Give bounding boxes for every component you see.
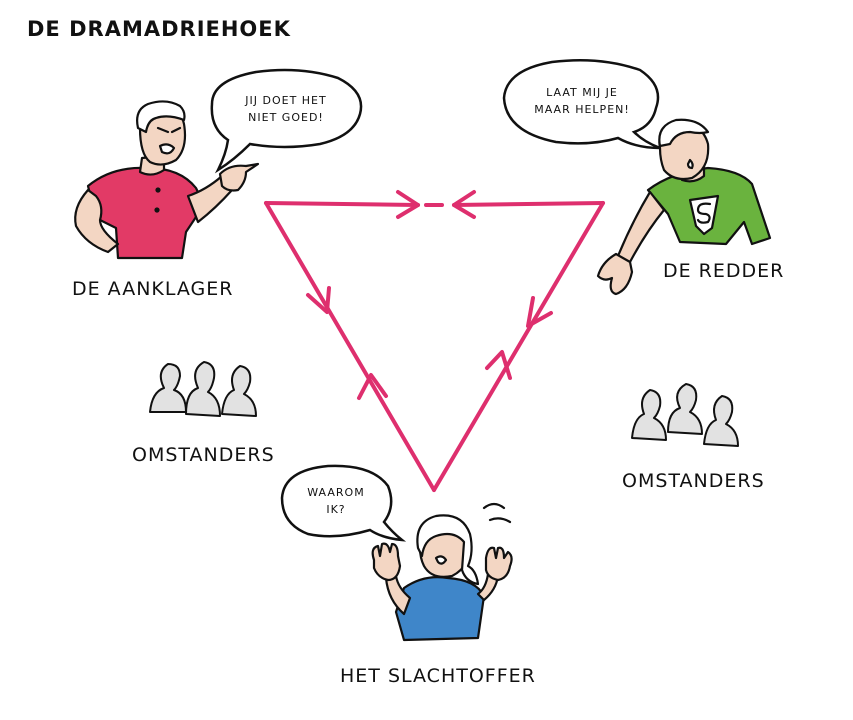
rescuer-figure — [596, 118, 772, 296]
rescuer-speech-text: LAAT MIJ JE MAAR HELPEN! — [530, 84, 634, 118]
victim-speech-bubble — [280, 464, 407, 542]
bystander-figure — [221, 365, 257, 417]
triangle-left-edge — [264, 201, 436, 492]
arrowhead-right-up — [485, 350, 512, 380]
triangle-top-edge-right — [452, 201, 605, 207]
rescuer-arm — [616, 190, 666, 264]
rescuer-hand — [596, 252, 634, 296]
accuser-speech-line-1: JIJ DOET HET — [245, 94, 327, 107]
accuser-pointing-hand — [218, 162, 260, 192]
accuser-figure — [74, 100, 260, 260]
victim-mouth — [434, 555, 448, 565]
accuser-shirt-button — [154, 207, 160, 213]
victim-speech-text: WAAROM IK? — [302, 484, 370, 518]
accuser-shirt-button — [155, 187, 161, 193]
arrowhead-top-left — [396, 190, 420, 219]
victim-right-hand — [484, 546, 513, 582]
diagram-title: DE DRAMADRIEHOEK — [27, 17, 291, 41]
bystanders-left-label: OMSTANDERS — [132, 444, 275, 466]
bystanders-right-label: OMSTANDERS — [622, 470, 765, 492]
triangle-top-edge-left — [264, 201, 420, 207]
victim-speech-line-2: IK? — [326, 503, 346, 516]
rescuer-sweat — [686, 158, 694, 170]
rescuer-speech-line-1: LAAT MIJ JE — [546, 86, 618, 99]
arrowhead-left-up — [357, 373, 388, 400]
bystander-figure — [185, 361, 221, 417]
arrowhead-left-down — [306, 286, 331, 314]
rescuer-speech-bubble — [502, 58, 661, 150]
accuser-speech-line-2: NIET GOED! — [248, 111, 324, 124]
victim-sweat-drop — [482, 502, 512, 524]
arrowhead-right-down — [526, 296, 553, 328]
victim-figure — [371, 502, 513, 642]
victim-hair — [416, 514, 480, 586]
rescuer-logo-s — [696, 202, 712, 224]
bystander-figure — [149, 363, 187, 413]
rescuer-hair — [658, 118, 710, 148]
accuser-brow — [156, 126, 182, 134]
rescuer-label: DE REDDER — [663, 260, 785, 282]
accuser-mouth — [158, 143, 176, 155]
accuser-label: DE AANKLAGER — [72, 278, 234, 300]
victim-speech-line-1: WAAROM — [307, 486, 365, 499]
victim-left-arm — [384, 574, 412, 616]
bystander-figure — [703, 395, 739, 447]
victim-label: HET SLACHTOFFER — [340, 665, 536, 687]
accuser-hair — [136, 100, 186, 134]
accuser-speech-text: JIJ DOET HET NIET GOED! — [238, 92, 334, 126]
victim-left-hand — [371, 542, 402, 582]
arrowhead-top-right — [452, 190, 476, 219]
bystanders-right — [631, 383, 739, 447]
accuser-left-arm — [74, 188, 120, 254]
bystander-figure — [667, 383, 703, 435]
accuser-speech-bubble — [210, 68, 363, 174]
bystander-figure — [631, 389, 667, 441]
bystanders-left — [149, 361, 257, 417]
triangle-right-edge — [432, 201, 605, 492]
drama-triangle — [264, 190, 605, 492]
rescuer-speech-line-2: MAAR HELPEN! — [534, 103, 630, 116]
victim-shirt — [394, 576, 486, 642]
